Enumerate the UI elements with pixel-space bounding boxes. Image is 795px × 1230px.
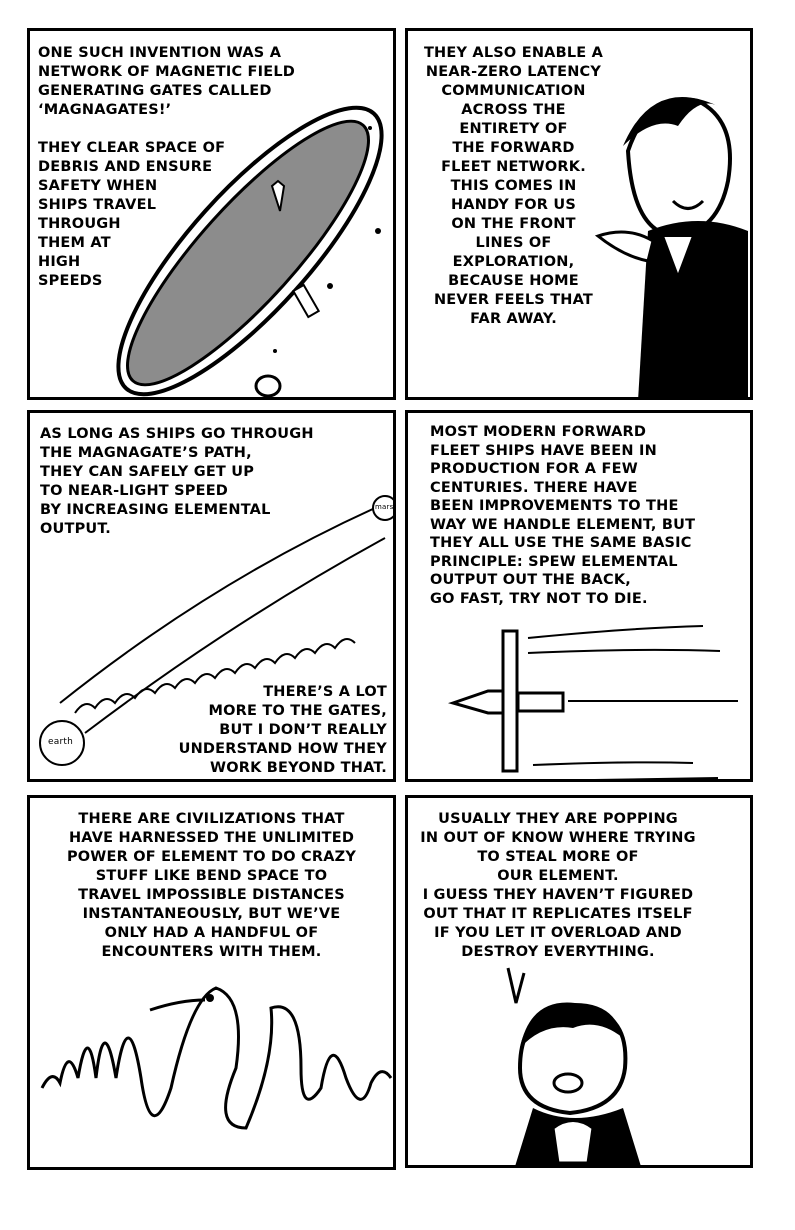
panel-3: As long as ships go through the Magnagat… [27,410,396,782]
label-mars: mars [375,503,394,511]
label-earth: earth [48,737,73,747]
caption-2: They also enable a near-zero latency com… [423,45,604,327]
gate-path-illustration [39,495,393,766]
caption-3b: There’s a lot more to the gates, but I d… [178,684,387,776]
panel-2: They also enable a near-zero latency com… [405,28,753,400]
caption-4: Most modern forward fleet ships have bee… [430,424,696,607]
caption-5: There are civilizations that have harnes… [66,811,357,960]
panel-4: Most modern forward fleet ships have bee… [405,410,753,782]
panel-6: Usually they are popping in out of know … [405,795,753,1168]
caption-1b: They clear space of debris and ensure sa… [38,140,226,289]
caption-6: Usually they are popping in out of know … [420,811,696,960]
panel-1: One such invention was a network of magn… [27,28,396,400]
caption-3a: As long as ships go through the Magnagat… [40,426,314,537]
magnagate-illustration [116,105,384,397]
caption-1a: One such invention was a network of magn… [38,45,296,118]
bent-space-illustration [40,986,393,1130]
character-pointing-illustration [594,97,748,397]
panel-5: There are civilizations that have harnes… [27,795,396,1170]
worried-character-illustration [506,967,641,1165]
ship-illustration [447,625,738,779]
